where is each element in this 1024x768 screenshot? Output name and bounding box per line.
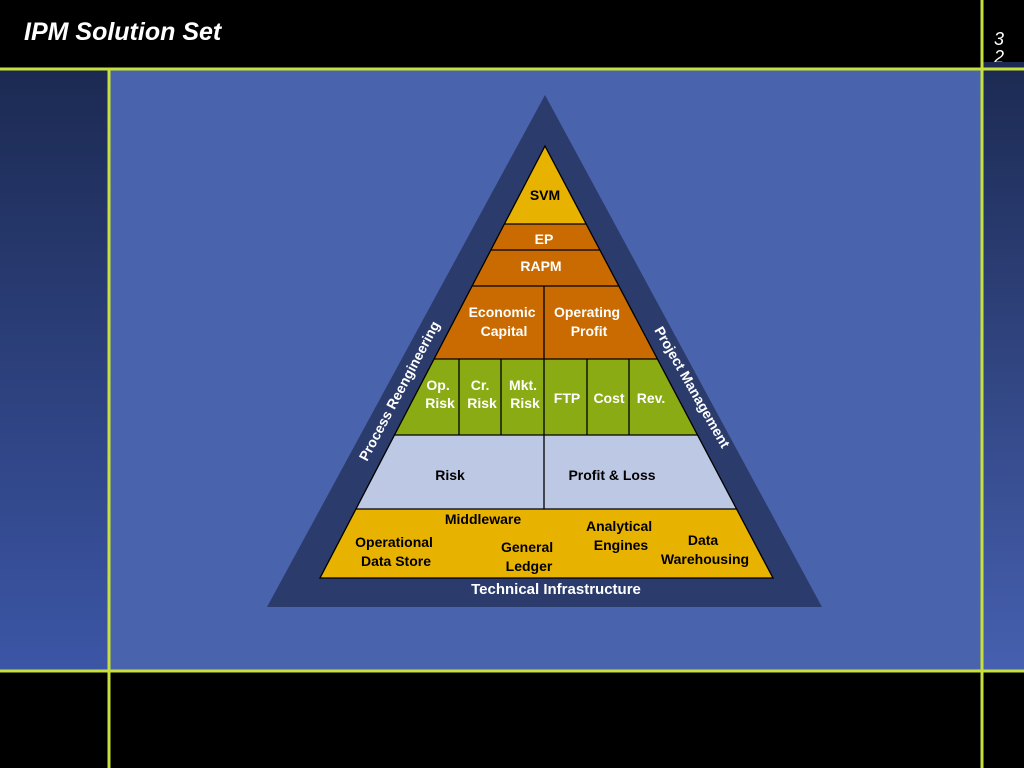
label-cost: Cost — [593, 390, 624, 406]
tier-risk-pl — [320, 435, 773, 509]
label-ep: EP — [535, 231, 554, 247]
label-economic-capital: Economic Capital — [469, 304, 540, 339]
left-side-band — [0, 70, 108, 671]
label-general-ledger: General Ledger — [501, 539, 557, 574]
label-analytical-engines: Analytical Engines — [586, 518, 656, 553]
label-middleware: Middleware — [445, 511, 521, 527]
right-side-band — [982, 62, 1024, 671]
label-technical-infrastructure: Technical Infrastructure — [471, 581, 641, 598]
label-svm: SVM — [530, 187, 560, 203]
label-risk: Risk — [435, 467, 465, 483]
page-number: 32 — [993, 29, 1004, 67]
label-operational-data-store: Operational Data Store — [355, 534, 437, 569]
label-operating-profit: Operating Profit — [554, 304, 624, 339]
inner-triangle-outline — [318, 144, 775, 579]
label-cr-risk: Cr. Risk — [467, 377, 497, 411]
label-data-warehousing: Data Warehousing — [661, 532, 749, 567]
tier-technical-infrastructure — [320, 509, 773, 578]
label-ftp: FTP — [554, 390, 580, 406]
label-rev: Rev. — [637, 390, 666, 406]
label-op-risk: Op. Risk — [425, 377, 455, 411]
label-mkt-risk: Mkt. Risk — [509, 377, 541, 411]
slide-title: IPM Solution Set — [24, 18, 222, 46]
label-rapm: RAPM — [520, 258, 561, 274]
label-profit-loss: Profit & Loss — [568, 467, 655, 483]
